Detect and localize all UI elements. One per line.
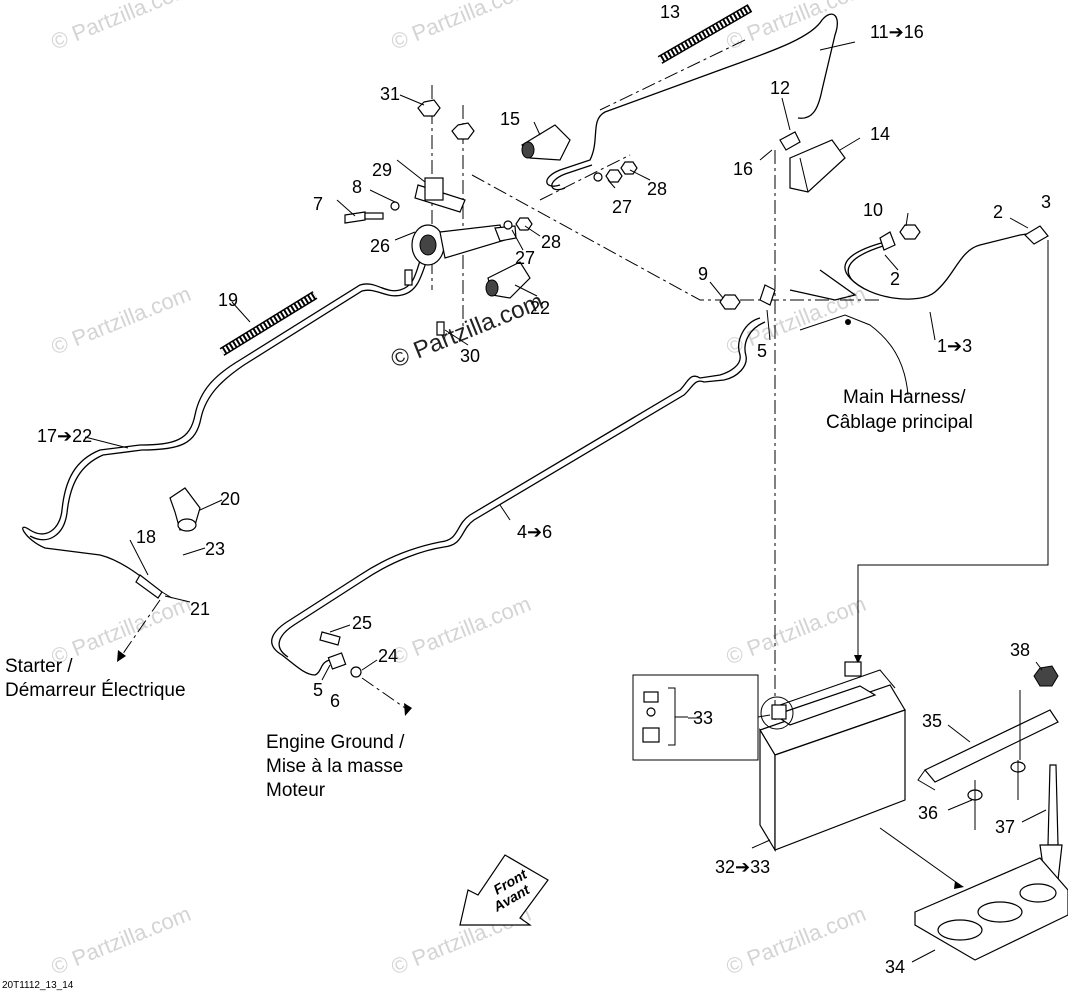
note-starter-en: Starter / xyxy=(5,656,73,677)
callout-14: 14 xyxy=(870,124,890,144)
watermark: © Partzilla.com xyxy=(723,591,870,670)
callout-2b: 2 xyxy=(890,269,900,289)
solenoid-26 xyxy=(404,177,517,336)
callout-10: 10 xyxy=(863,200,883,220)
spiral-wrap-13 xyxy=(657,4,753,64)
alignment-lines xyxy=(431,39,880,720)
front-arrow-icon: Front Avant xyxy=(459,854,549,926)
watermark-group: © Partzilla.com © Partzilla.com © Partzi… xyxy=(48,0,870,980)
callout-6: 6 xyxy=(330,691,340,711)
callout-27a: 27 xyxy=(612,197,632,217)
boot-22 xyxy=(485,261,531,299)
callout-3: 3 xyxy=(1041,192,1051,212)
rubber-stop-36 xyxy=(967,760,1026,830)
callout-25: 25 xyxy=(352,613,372,633)
drawing-reference: 20T1112_13_14 xyxy=(2,980,74,991)
watermark: © Partzilla.com xyxy=(48,281,195,360)
callout-29: 29 xyxy=(372,160,392,180)
leader-3-battery xyxy=(857,240,1049,660)
bracket-35 xyxy=(917,709,1059,791)
note-starter-fr: Démarreur Électrique xyxy=(5,680,186,701)
watermark: © Partzilla.com xyxy=(48,0,195,55)
leader-lines xyxy=(84,41,1047,963)
boot-15 xyxy=(521,124,571,161)
cable-17-22 xyxy=(22,239,431,591)
nut-31 xyxy=(417,99,441,117)
callout-1-3: 1➔3 xyxy=(937,336,972,356)
callout-labels: 13 11➔16 12 31 15 14 29 16 8 28 7 27 10 … xyxy=(37,2,1051,977)
nut-31b xyxy=(451,122,475,140)
callout-11-16: 11➔16 xyxy=(870,22,924,42)
watermark: © Partzilla.com xyxy=(388,0,535,55)
note-main-harness-fr: Câblage principal xyxy=(826,412,973,433)
callout-15: 15 xyxy=(500,109,520,129)
callout-23: 23 xyxy=(205,539,225,559)
callout-37: 37 xyxy=(995,817,1015,837)
callout-30: 30 xyxy=(460,346,480,366)
cable-11-16 xyxy=(546,13,838,187)
callout-24: 24 xyxy=(378,646,398,666)
callout-28b: 28 xyxy=(541,232,561,252)
callout-27b: 27 xyxy=(515,248,535,268)
callout-21: 21 xyxy=(190,599,210,619)
battery-32 xyxy=(759,661,906,853)
spiral-wrap-19 xyxy=(219,291,318,356)
callout-5a: 5 xyxy=(757,341,767,361)
callout-5b: 5 xyxy=(313,680,323,700)
note-main-harness-en: Main Harness/ xyxy=(843,387,966,408)
note-ground-3: Moteur xyxy=(266,780,326,801)
callout-7: 7 xyxy=(313,194,323,214)
nut-38 xyxy=(1033,665,1059,687)
washer-8 xyxy=(390,201,400,211)
callout-4-6: 4➔6 xyxy=(517,522,552,542)
ground-terminal xyxy=(319,631,362,678)
cable-1-3 xyxy=(844,231,1041,300)
callout-16: 16 xyxy=(733,159,753,179)
callout-12: 12 xyxy=(770,78,790,98)
bolt-7 xyxy=(344,211,384,224)
callout-35: 35 xyxy=(922,711,942,731)
callout-33: 33 xyxy=(693,708,713,728)
kit-33 xyxy=(632,674,771,761)
callout-31: 31 xyxy=(380,84,400,104)
watermark: © Partzilla.com xyxy=(388,591,535,670)
notes: Main Harness/ Câblage principal Starter … xyxy=(5,387,973,801)
callout-17-22: 17➔22 xyxy=(37,426,92,446)
note-ground-2: Mise à la masse xyxy=(266,756,403,777)
watermark: © Partzilla.com xyxy=(48,901,195,980)
watermark: © Partzilla.com xyxy=(723,901,870,980)
callout-19: 19 xyxy=(218,290,238,310)
callout-8: 8 xyxy=(352,177,362,197)
callout-18: 18 xyxy=(136,527,156,547)
note-ground-1: Engine Ground / xyxy=(266,732,405,753)
callout-20: 20 xyxy=(220,489,240,509)
callout-2a: 2 xyxy=(993,202,1003,222)
boot-20 xyxy=(169,487,201,532)
terminal-21 xyxy=(135,574,173,599)
callout-22a: 22 xyxy=(530,298,550,318)
callout-13: 13 xyxy=(660,2,680,22)
cable-4-6 xyxy=(271,317,761,676)
callout-38: 38 xyxy=(1010,640,1030,660)
callout-32-33: 32➔33 xyxy=(715,857,770,877)
tray-34 xyxy=(914,857,1068,961)
boot-14 xyxy=(789,139,846,193)
callout-9: 9 xyxy=(698,264,708,284)
callout-34: 34 xyxy=(885,957,905,977)
callout-28a: 28 xyxy=(647,179,667,199)
nut-9 xyxy=(719,294,741,310)
nut-10 xyxy=(899,224,921,240)
callout-36: 36 xyxy=(918,803,938,823)
callout-26: 26 xyxy=(370,236,390,256)
